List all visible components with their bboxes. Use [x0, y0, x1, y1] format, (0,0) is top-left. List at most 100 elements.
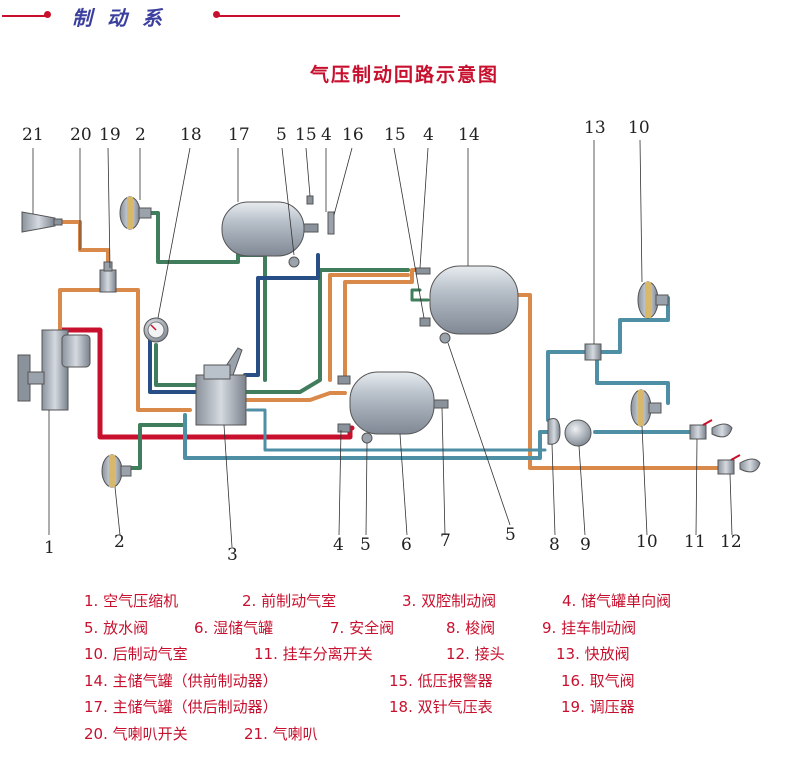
legend-item: 16. 取气阀 — [561, 671, 635, 690]
pipe-main14-to-valve — [328, 273, 410, 382]
callout-19: 19 — [99, 125, 121, 145]
wet-tank — [337, 371, 449, 444]
legend-row: 5. 放水阀 6. 湿储气罐 7. 安全阀 8. 梭阀 9. 挂车制动阀 — [84, 617, 784, 644]
pipe-wet-to-main — [343, 268, 422, 382]
section-title: 制 动 系 — [72, 6, 166, 30]
dual-pressure-gauge — [143, 317, 169, 343]
pipe-main14-gauge — [410, 288, 430, 302]
callout-5: 5 — [505, 525, 516, 545]
callout-15: 15 — [384, 125, 406, 145]
pipe-gauge — [154, 343, 207, 387]
callout-10: 10 — [636, 532, 658, 552]
legend-item: 3. 双腔制动阀 — [402, 592, 497, 610]
legend-item: 11. 挂车分离开关 — [254, 645, 373, 663]
legend-item: 7. 安全阀 — [330, 618, 395, 637]
legend-item: 9. 挂车制动阀 — [542, 618, 637, 637]
section-header: 制 动 系 — [0, 0, 809, 40]
legend-row: 14. 主储气罐（供前制动器） 15. 低压报警器 16. 取气阀 — [84, 670, 784, 697]
callout-16: 16 — [342, 125, 364, 145]
callout-4: 4 — [333, 535, 344, 555]
pipe-main14-rear — [516, 293, 720, 470]
callout-13: 13 — [584, 118, 606, 138]
legend-item: 14. 主储气罐（供前制动器） — [84, 671, 278, 690]
pipe-main17-to-valve — [243, 253, 320, 377]
header-rule-left — [2, 15, 50, 17]
legend-item: 20. 气喇叭开关 — [84, 724, 188, 743]
pipe-valve-to-wet — [243, 391, 347, 402]
legend-item: 18. 双针气压表 — [389, 698, 493, 716]
trailer-separation-switch — [689, 419, 733, 440]
legend-item: 13. 快放阀 — [556, 645, 630, 663]
header-bullet-left — [44, 11, 51, 18]
legend-row: 1. 空气压缩机 2. 前制动气室 3. 双腔制动阀 4. 储气罐单向阀 — [84, 590, 784, 617]
pipe-shuttle-return — [246, 408, 547, 452]
callout-17: 17 — [228, 125, 250, 145]
callout-10: 10 — [628, 118, 650, 138]
air-horn — [21, 211, 63, 233]
rear-brake-chamber-bottom — [630, 389, 662, 427]
legend-item: 17. 主储气罐（供后制动器） — [84, 698, 278, 716]
legend-item: 10. 后制动气室 — [84, 645, 188, 663]
main-tank-front — [415, 265, 519, 344]
front-brake-chamber-bottom — [101, 454, 132, 488]
pipe-gauge-blue — [148, 338, 207, 394]
shuttle-valve — [547, 418, 561, 445]
legend-item: 5. 放水阀 — [84, 618, 149, 637]
callout-6: 6 — [401, 535, 412, 555]
pipe-governor — [58, 288, 192, 412]
legend-item: 8. 梭阀 — [446, 618, 496, 637]
callout-2: 2 — [135, 125, 146, 145]
air-compressor — [17, 329, 91, 411]
front-brake-chamber-top — [119, 196, 152, 230]
legend-item: 21. 气喇叭 — [244, 724, 318, 743]
dual-chamber-brake-valve — [195, 347, 247, 426]
quick-release-valve — [584, 343, 602, 361]
brake-circuit-diagram: 21 20 19 2 18 17 5 15 4 16 15 4 14 13 10… — [17, 118, 761, 565]
pipe-horn — [58, 220, 110, 277]
diagram-title: 气压制动回路示意图 — [309, 64, 499, 86]
callout-12: 12 — [720, 532, 742, 552]
pipe-valve-to-trailer — [183, 413, 550, 460]
pipe-front-chamber-bottom — [126, 423, 187, 470]
legend-row: 20. 气喇叭开关 21. 气喇叭 — [84, 723, 784, 750]
callout-21: 21 — [22, 125, 44, 145]
callout-4: 4 — [321, 125, 332, 145]
callout-2: 2 — [114, 532, 125, 552]
callout-1: 1 — [44, 538, 55, 558]
legend-row: 10. 后制动气室 11. 挂车分离开关 12. 接头 13. 快放阀 — [84, 643, 784, 670]
governor — [99, 261, 117, 293]
main-tank-rear — [221, 195, 335, 268]
legend-item: 12. 接头 — [446, 645, 505, 663]
callout-4: 4 — [423, 125, 434, 145]
callout-7: 7 — [440, 531, 451, 551]
rear-brake-chamber-top — [637, 281, 669, 319]
legend-item: 15. 低压报警器 — [389, 671, 493, 690]
legend-item: 19. 调压器 — [561, 698, 635, 716]
legend-item: 4. 储气罐单向阀 — [562, 592, 672, 610]
legend-item: 2. 前制动气室 — [242, 592, 337, 610]
callout-5: 5 — [360, 535, 371, 555]
callout-3: 3 — [227, 545, 238, 565]
legend-item: 6. 湿储气罐 — [194, 618, 274, 637]
pipe-quickrelease-up — [595, 296, 670, 354]
callout-9: 9 — [580, 535, 591, 555]
pipe-valve-to-main14 — [243, 268, 410, 394]
pipe-quickrelease-down — [595, 358, 670, 405]
callout-5: 5 — [276, 125, 287, 145]
callout-15: 15 — [295, 125, 317, 145]
callout-8: 8 — [549, 535, 560, 555]
callout-20: 20 — [70, 125, 92, 145]
legend-row: 17. 主储气罐（供后制动器） 18. 双针气压表 19. 调压器 — [84, 696, 784, 723]
trailer-brake-valve — [564, 419, 592, 447]
callout-numbers: 21 20 19 2 18 17 5 15 4 16 15 4 14 13 10… — [22, 118, 742, 565]
pipe-shuttle-to-quickrelease — [546, 350, 592, 422]
callout-18: 18 — [180, 125, 202, 145]
leader-lines — [32, 139, 733, 548]
header-bullet-right — [213, 11, 220, 18]
callout-11: 11 — [684, 532, 706, 552]
legend-item: 1. 空气压缩机 — [84, 592, 179, 610]
header-rule-right — [218, 15, 400, 17]
component-legend: 1. 空气压缩机 2. 前制动气室 3. 双腔制动阀 4. 储气罐单向阀 5. 放水阀… — [84, 590, 784, 749]
trailer-coupling — [717, 454, 761, 475]
callout-14: 14 — [458, 125, 480, 145]
